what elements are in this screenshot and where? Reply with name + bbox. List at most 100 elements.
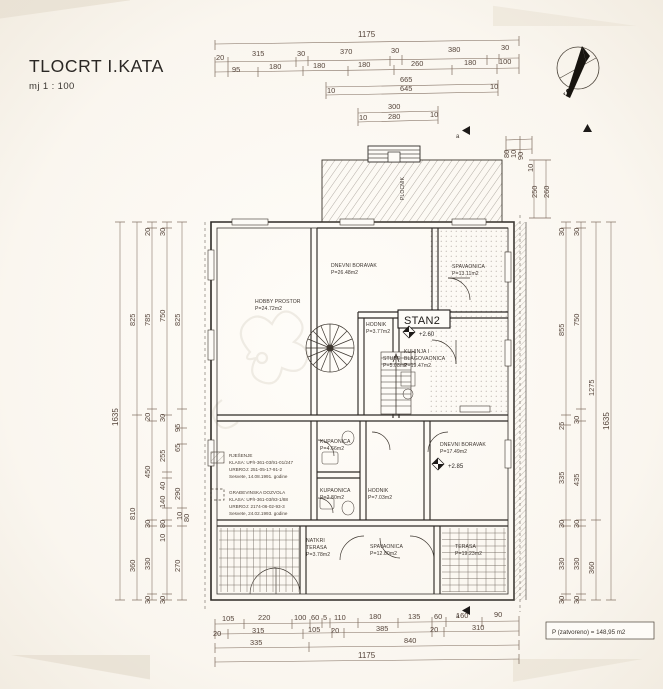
title-block: TLOCRT I.KATA mj 1 : 100 [29, 56, 164, 92]
dim-value: 825 [173, 314, 182, 326]
dim-value: 280 [388, 112, 400, 121]
watermark [211, 310, 309, 430]
room-label: HOBBY PROSTOR [255, 299, 301, 305]
room-area: P=24.72m2 [255, 306, 282, 312]
room-label: TERASA [455, 544, 476, 550]
dim-value: 20 [143, 228, 152, 236]
legend-line-2: URBROJ: 251-05-17-91-2 [229, 467, 283, 472]
sheet-title: TLOCRT I.KATA [29, 56, 164, 76]
dim-value: 100 [499, 57, 511, 66]
dim-value: 310 [472, 623, 484, 632]
dim-value: 750 [572, 314, 581, 326]
room-label-2: TERASA [306, 545, 327, 551]
room-label: STUBE [383, 356, 401, 362]
dim-value: 370 [340, 47, 352, 56]
dim-value: 360 [128, 560, 137, 572]
legend-swatch-hatch [210, 451, 225, 464]
dimension-chain-left: 1635 825 810 20 785 20 450 30 330 [111, 221, 191, 604]
dim-value: 30 [158, 228, 167, 236]
dim-value: 315 [252, 49, 264, 58]
dim-value: 30 [557, 596, 566, 604]
dim-value: 30 [297, 49, 305, 58]
terrace-tiling [219, 528, 506, 592]
dim-value: 30 [143, 520, 152, 528]
dim-value: 80 [182, 514, 191, 522]
interior-walls [217, 227, 508, 594]
dim-value: 10 [509, 150, 518, 158]
sheet-scale: mj 1 : 100 [29, 81, 75, 92]
dim-value: 80 [158, 520, 167, 528]
room-label-2: BLAGOVAONICA [404, 356, 446, 362]
dim-value: 335 [250, 638, 262, 647]
north-label: S [562, 86, 573, 99]
dim-value: 180 [464, 58, 476, 67]
apartment-label: STAN2 [404, 315, 440, 327]
dim-value: 385 [376, 624, 388, 633]
room-label: KUPAONICA [320, 439, 351, 445]
dim-value: 10 [430, 110, 438, 119]
room-area: P=5.08m2 [383, 363, 407, 369]
dim-value: 20 [331, 626, 339, 635]
dim-value: 380 [448, 45, 460, 54]
room-area: P=3.77m2 [366, 329, 390, 335]
dim-value: 30 [143, 596, 152, 604]
room-label: KUPAONICA [320, 488, 351, 494]
dim-value: 30 [158, 414, 167, 422]
staircase-symbol [380, 351, 412, 415]
dim-value: 260 [542, 186, 551, 198]
legend-line-1: KLASA: UP/I-361-03/91-01/247 [229, 460, 294, 465]
dim-value: 825 [128, 314, 137, 326]
dim-value: 270 [173, 560, 182, 572]
closed-area-box: P (zatvoreno) = 148,95 m2 [545, 621, 655, 640]
elevation-value: +2.60 [419, 332, 435, 338]
dim-value: 65 [173, 444, 182, 452]
dim-value: 20 [430, 625, 438, 634]
dim-value: 665 [400, 75, 412, 84]
sanitary-fixtures [319, 351, 416, 516]
legend-line-3: Sesvete, 24.02.1993. godine [229, 511, 288, 516]
dim-value: 180 [358, 60, 370, 69]
dim-value: 1635 [602, 412, 611, 430]
legend-swatch-dashed [210, 488, 225, 501]
dim-value: 360 [587, 562, 596, 574]
room-area: P=26.48m2 [331, 270, 358, 276]
dim-value: 1275 [587, 380, 596, 396]
dim-value: 135 [408, 612, 420, 621]
right-hatched-strip [513, 222, 527, 600]
dim-value: 110 [334, 613, 346, 622]
room-label: SPAVAONICA [370, 544, 403, 550]
north-arrow: S [556, 46, 600, 100]
dimension-chain-bottom: 105 220 100 60 5 110 180 135 60 160 90 2… [213, 610, 520, 667]
spiral-stair-symbol [305, 323, 355, 373]
dim-value: 30 [557, 520, 566, 528]
room-label: DNEVNI BORAVAK [440, 442, 486, 448]
room-label: HODNIK [368, 488, 389, 494]
room-label: NATKRI [306, 538, 325, 544]
dim-value: 30 [501, 43, 509, 52]
dim-value: 10 [175, 512, 184, 520]
room-area: P=4.66m2 [320, 446, 344, 452]
room-area: P=3.78m2 [306, 552, 330, 558]
dim-value: 5 [323, 613, 327, 622]
room-label: SPAVAONICA [452, 264, 485, 270]
dim-value: 140 [158, 496, 167, 508]
dim-value: 30 [158, 596, 167, 604]
dimension-chain-right: 30 855 25 335 30 330 30 30 750 30 435 30… [557, 221, 616, 604]
roof-block-top: PLOCNIK [321, 145, 503, 223]
dim-value: 1175 [358, 651, 376, 660]
dim-value: 105 [308, 625, 320, 634]
dim-value: 180 [369, 612, 381, 621]
dim-value: 80 [502, 150, 511, 158]
dim-value: 290 [173, 488, 182, 500]
section-markers: a a [456, 124, 592, 620]
room-area: P=7.03m2 [368, 495, 392, 501]
legend-line-1: KLASA: UP/I-361-03/93-1/88 [229, 497, 288, 502]
dim-value: 180 [313, 61, 325, 70]
dim-value: 95 [232, 65, 240, 74]
room-area: P=12.80m2 [370, 551, 397, 557]
room-labels: HOBBY PROSTOR P=24.72m2 DNEVNI BORAVAK P… [255, 263, 486, 558]
room-label: HODNIK [366, 322, 387, 328]
legend: RJEŠENJE KLASA: UP/I-361-03/91-01/247 UR… [210, 451, 294, 516]
dim-value: 40 [158, 482, 167, 490]
dim-value: 450 [143, 466, 152, 478]
